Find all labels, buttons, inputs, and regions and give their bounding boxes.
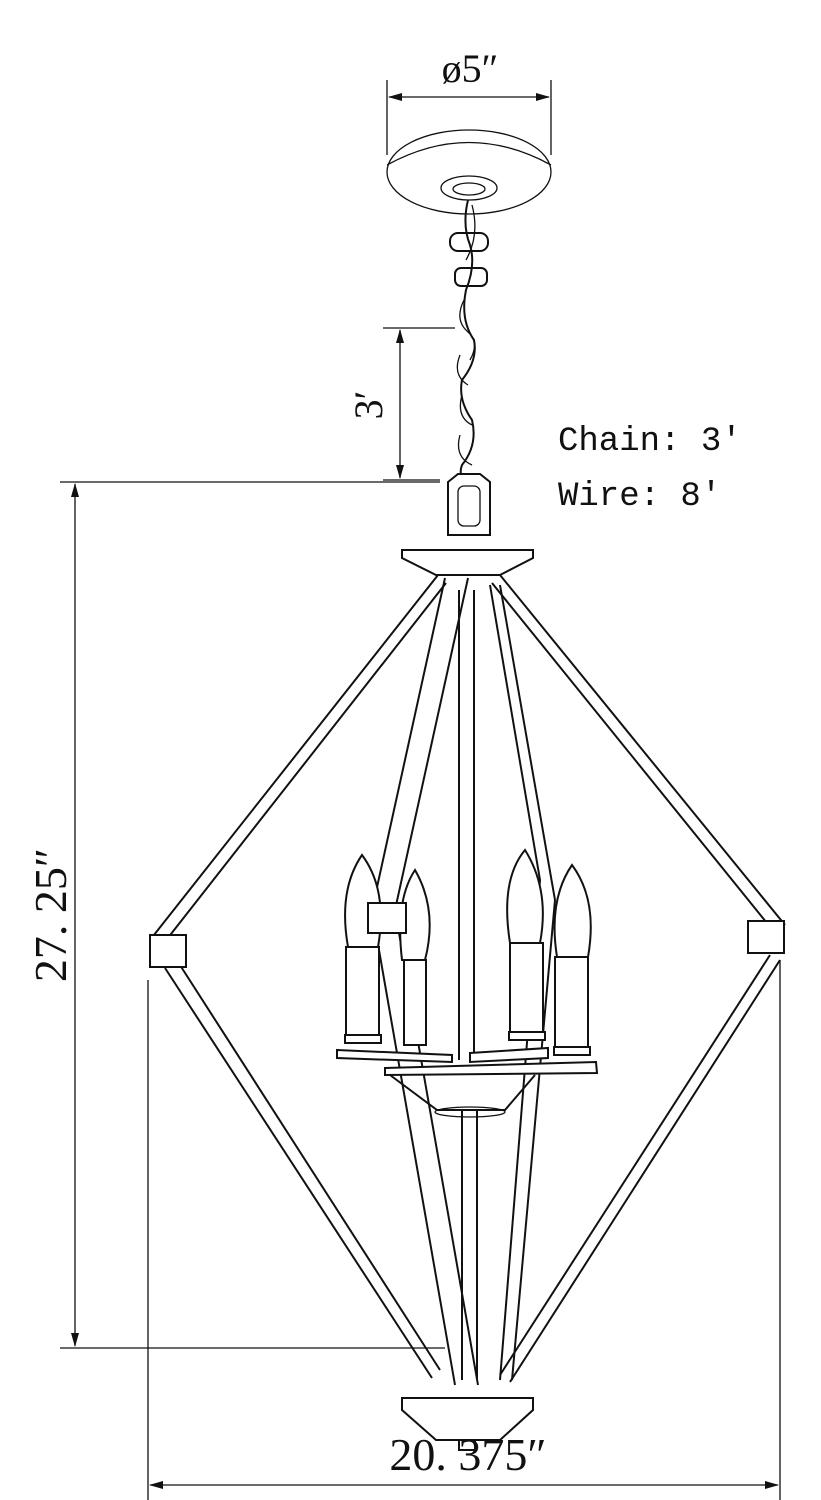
chain: [449, 199, 489, 486]
canopy: [386, 129, 552, 215]
chain-length-dimension: 3′: [346, 327, 455, 481]
chain-note: Chain: 3′: [558, 423, 742, 461]
chandelier-body: [149, 473, 786, 1451]
chain-length-label: 3′: [346, 391, 391, 420]
height-label: 27. 25″: [25, 848, 76, 982]
candles: [344, 848, 592, 1056]
wire-note: Wire: 8′: [558, 478, 721, 516]
height-dimension: 27. 25″: [25, 481, 445, 1349]
width-dimension: 20. 375″: [147, 960, 781, 1500]
width-label: 20. 375″: [389, 1429, 546, 1480]
canopy-diameter-dimension: ø5″: [386, 46, 552, 155]
canopy-diameter-label: ø5″: [442, 46, 499, 91]
